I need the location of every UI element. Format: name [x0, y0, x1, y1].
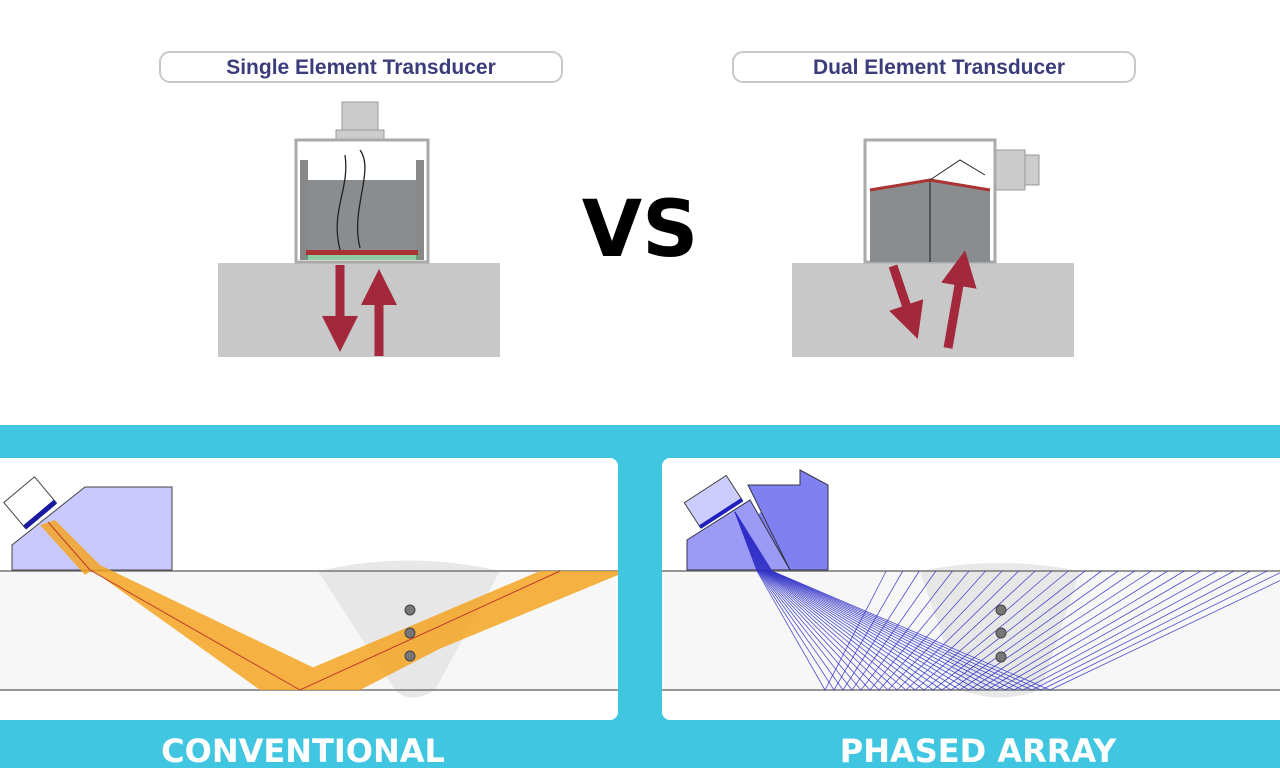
conventional-label: CONVENTIONAL: [161, 732, 445, 768]
wedge: [11, 486, 173, 571]
vs-label: VS: [582, 185, 699, 275]
defect-point: [995, 627, 1007, 639]
test-block: [792, 263, 1074, 357]
single-element-transducer: [218, 101, 500, 357]
single-element-label-text: Single Element Transducer: [226, 56, 496, 79]
phased-array-label: PHASED ARRAY: [840, 732, 1117, 768]
defect-point: [995, 604, 1007, 616]
transmit-arrow-icon: [888, 264, 924, 340]
defect-point: [404, 650, 416, 662]
dual-element-transducer: [792, 138, 1074, 357]
transducer-probe: [3, 476, 58, 530]
defect-point: [404, 627, 416, 639]
conventional-panel: [0, 458, 618, 720]
phased-array-probe: [683, 474, 744, 529]
wedge: [686, 499, 791, 571]
dual-element-label-text: Dual Element Transducer: [813, 56, 1065, 79]
dual-element-label: Dual Element Transducer: [732, 51, 1136, 83]
receive-arrow-icon: [941, 250, 977, 349]
single-element-label: Single Element Transducer: [159, 51, 563, 83]
blue-beam-fan: [734, 511, 1280, 691]
phased-array-panel: [662, 458, 1280, 720]
defect-point: [995, 651, 1007, 663]
test-block: [218, 263, 500, 357]
beam-line: [734, 511, 1280, 691]
defect-point: [404, 604, 416, 616]
